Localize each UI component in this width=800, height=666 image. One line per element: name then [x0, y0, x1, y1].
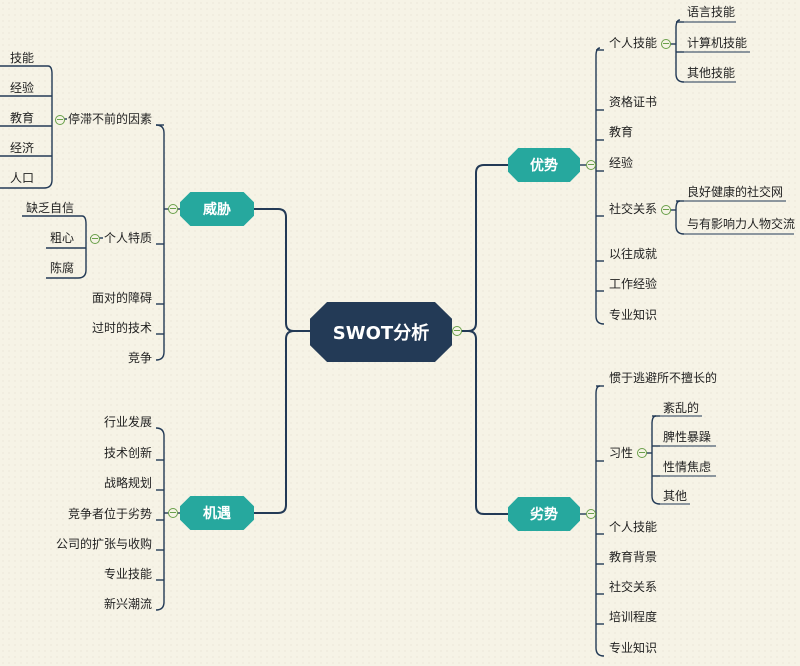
subtopic[interactable]: 面对的障碍	[91, 291, 152, 305]
topic-opportunities[interactable]: 机遇	[180, 496, 254, 530]
subtopic[interactable]: 以往成就	[609, 247, 658, 261]
subtopic[interactable]: 新兴潮流	[103, 597, 152, 611]
topic-opportunities-label: 机遇	[203, 506, 231, 522]
subtopic[interactable]: 技术创新	[103, 446, 152, 460]
subtopic[interactable]: 停滞不前的因素	[67, 112, 152, 126]
leaf-topic[interactable]: 其他技能	[687, 66, 736, 80]
topic-weaknesses-label: 劣势	[530, 507, 558, 523]
topic-strengths-label: 优势	[530, 158, 558, 174]
leaf-topic[interactable]: 紊乱的	[663, 401, 700, 415]
collapse-toggle-icon[interactable]	[452, 326, 462, 336]
collapse-toggle-icon[interactable]	[55, 115, 65, 125]
subtopic[interactable]: 竞争者位于劣势	[67, 507, 152, 521]
collapse-toggle-icon[interactable]	[586, 160, 596, 170]
collapse-toggle-icon[interactable]	[168, 204, 178, 214]
collapse-toggle-icon[interactable]	[168, 508, 178, 518]
subtopic[interactable]: 习性	[609, 446, 634, 460]
leaf-topic[interactable]: 陈腐	[50, 261, 75, 275]
leaf-topic[interactable]: 与有影响力人物交流	[687, 217, 796, 231]
subtopic[interactable]: 公司的扩张与收购	[55, 537, 152, 551]
leaf-topic[interactable]: 良好健康的社交网	[687, 185, 784, 199]
collapse-toggle-icon[interactable]	[661, 39, 671, 49]
collapse-toggle-icon[interactable]	[90, 234, 100, 244]
leaf-topic[interactable]: 教育	[10, 111, 35, 125]
subtopic[interactable]: 资格证书	[609, 95, 658, 109]
topic-threats-label: 威胁	[203, 202, 231, 218]
collapse-toggle-icon[interactable]	[586, 509, 596, 519]
leaf-topic[interactable]: 经济	[10, 141, 35, 155]
subtopic[interactable]: 个人技能	[609, 36, 658, 50]
center-topic[interactable]: SWOT分析	[310, 302, 452, 362]
subtopic[interactable]: 专业技能	[103, 567, 152, 581]
subtopic[interactable]: 工作经验	[609, 277, 658, 291]
subtopic[interactable]: 竞争	[127, 351, 152, 365]
subtopic[interactable]: 教育	[609, 125, 634, 139]
subtopic[interactable]: 行业发展	[103, 415, 152, 429]
subtopic[interactable]: 过时的技术	[91, 321, 152, 335]
subtopic[interactable]: 个人技能	[609, 520, 658, 534]
topic-strengths[interactable]: 优势	[508, 148, 580, 182]
collapse-toggle-icon[interactable]	[637, 448, 647, 458]
leaf-topic[interactable]: 粗心	[50, 231, 75, 245]
leaf-topic[interactable]: 技能	[10, 51, 35, 65]
subtopic[interactable]: 专业知识	[609, 641, 658, 655]
leaf-topic[interactable]: 性情焦虑	[663, 460, 712, 474]
subtopic[interactable]: 培训程度	[609, 610, 658, 624]
leaf-topic[interactable]: 经验	[10, 81, 35, 95]
leaf-topic[interactable]: 脾性暴躁	[663, 430, 712, 444]
subtopic[interactable]: 社交关系	[609, 202, 658, 216]
leaf-topic[interactable]: 缺乏自信	[26, 201, 75, 215]
leaf-topic[interactable]: 语言技能	[687, 5, 736, 19]
topic-weaknesses[interactable]: 劣势	[508, 497, 580, 531]
subtopic[interactable]: 惯于逃避所不擅长的	[609, 371, 718, 385]
collapse-toggle-icon[interactable]	[661, 205, 671, 215]
subtopic[interactable]: 专业知识	[609, 308, 658, 322]
leaf-topic[interactable]: 其他	[663, 489, 688, 503]
topic-threats[interactable]: 威胁	[180, 192, 254, 226]
leaf-topic[interactable]: 计算机技能	[687, 36, 748, 50]
subtopic[interactable]: 教育背景	[609, 550, 658, 564]
subtopic[interactable]: 战略规划	[103, 476, 152, 490]
subtopic[interactable]: 经验	[609, 156, 634, 170]
leaf-topic[interactable]: 人口	[10, 171, 35, 185]
center-topic-label: SWOT分析	[332, 323, 430, 344]
subtopic[interactable]: 社交关系	[609, 580, 658, 594]
subtopic[interactable]: 个人特质	[103, 231, 152, 245]
